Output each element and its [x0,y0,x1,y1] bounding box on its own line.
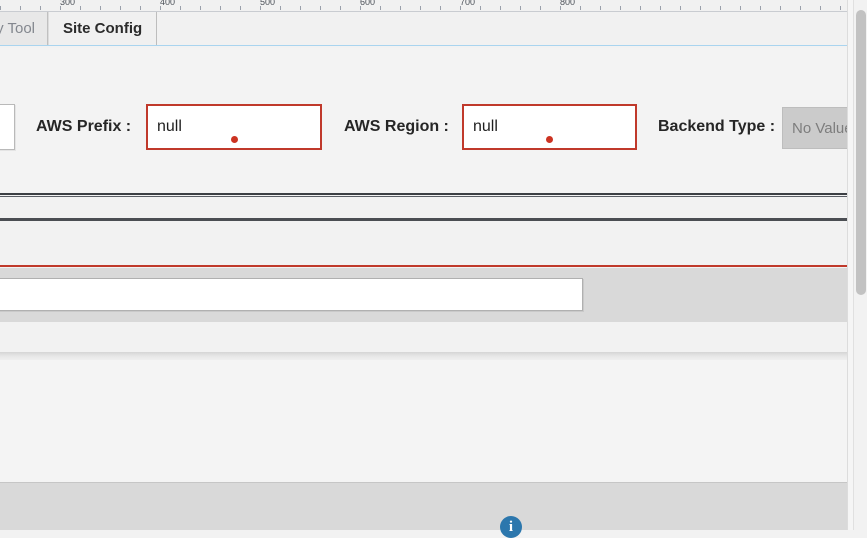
ruler-minor-tick [380,6,381,10]
ruler-minor-tick [680,6,681,10]
ruler-minor-tick [760,6,761,10]
ruler-minor-tick [640,6,641,10]
ruler-minor-tick [440,6,441,10]
section-separator-top-2 [0,196,853,197]
ruler-minor-tick [740,6,741,10]
aws-prefix-value: null [157,118,182,135]
lower-light-panel [0,322,853,352]
ruler-minor-tick [500,6,501,10]
aws-prefix-label: AWS Prefix : [36,118,132,135]
config-field-row: AWS Prefix : null AWS Region : null Back… [0,104,867,156]
ruler-minor-tick [480,6,481,10]
ruler-minor-tick [400,6,401,10]
tab-strip-empty-area [144,12,853,45]
ruler-minor-tick [260,6,261,10]
ruler-label: 800 [560,0,576,7]
tab-query-tool[interactable]: y Tool [0,12,48,45]
error-rule [0,265,853,267]
ruler-minor-tick [160,6,161,10]
aws-region-required-dot [546,136,553,143]
ruler-minor-tick [280,6,281,10]
aws-region-value: null [473,118,498,135]
section-separator-top [0,193,853,195]
separator-gap-band [0,197,853,218]
info-icon-glyph: i [508,518,514,535]
ruler-minor-tick [120,6,121,10]
ruler-minor-tick [420,6,421,10]
aws-region-label: AWS Region : [344,118,449,135]
ruler-minor-tick [800,6,801,10]
tab-query-tool-label: y Tool [0,20,35,37]
clipped-text-input[interactable] [0,104,15,150]
ruler-minor-tick [560,6,561,10]
ruler-minor-tick [140,6,141,10]
ruler-minor-tick [840,6,841,10]
ruler-minor-tick [240,6,241,10]
ruler-minor-tick [300,6,301,10]
ruler-minor-tick [600,6,601,10]
ruler-minor-tick [320,6,321,10]
info-icon[interactable]: i [500,516,522,538]
backend-type-label: Backend Type : [658,118,776,135]
search-band [0,268,853,322]
ruler-minor-tick [460,6,461,10]
config-form-panel: AWS Prefix : null AWS Region : null Back… [0,48,867,194]
ruler-minor-tick [780,6,781,10]
tab-site-config-label: Site Config [63,20,143,37]
ruler-minor-tick [720,6,721,10]
ruler-minor-tick [180,6,181,10]
tab-site-config[interactable]: Site Config [48,12,158,45]
lower-content-panel [0,360,853,482]
ruler-minor-tick [580,6,581,10]
ruler-minor-tick [540,6,541,10]
ruler-minor-tick [200,6,201,10]
panel-shadow-edge [0,352,853,362]
ruler-label: 500 [260,0,276,7]
ruler-minor-tick [20,6,21,10]
aws-prefix-input[interactable]: null [146,104,322,150]
ruler-minor-tick [220,6,221,10]
aws-region-input[interactable]: null [462,104,637,150]
ruler-label: 300 [60,0,76,7]
ruler-minor-tick [340,6,341,10]
ruler-minor-tick [60,6,61,10]
scroll-gutter [847,0,853,530]
ruler-minor-tick [520,6,521,10]
vertical-scrollbar[interactable] [853,0,867,530]
ruler-minor-tick [360,6,361,10]
ruler-minor-tick [820,6,821,10]
ruler-minor-tick [40,6,41,10]
post-separator-band [0,221,853,265]
vertical-scrollbar-thumb[interactable] [856,10,866,295]
ruler-label: 400 [160,0,176,7]
ruler-label: 600 [360,0,376,7]
bottom-status-bar [0,482,853,530]
ruler-minor-tick [700,6,701,10]
backend-type-value: No Value [792,119,853,137]
search-input[interactable] [0,278,583,311]
ruler-label: 700 [460,0,476,7]
ruler-minor-tick [620,6,621,10]
horizontal-ruler: 300 400 500 600 700 800 [0,0,853,12]
ruler-minor-tick [0,6,1,10]
ruler-minor-tick [100,6,101,10]
aws-prefix-required-dot [231,136,238,143]
ruler-minor-tick [660,6,661,10]
section-separator-bottom [0,218,853,221]
tab-strip: y Tool Site Config [0,12,853,46]
ruler-minor-tick [80,6,81,10]
